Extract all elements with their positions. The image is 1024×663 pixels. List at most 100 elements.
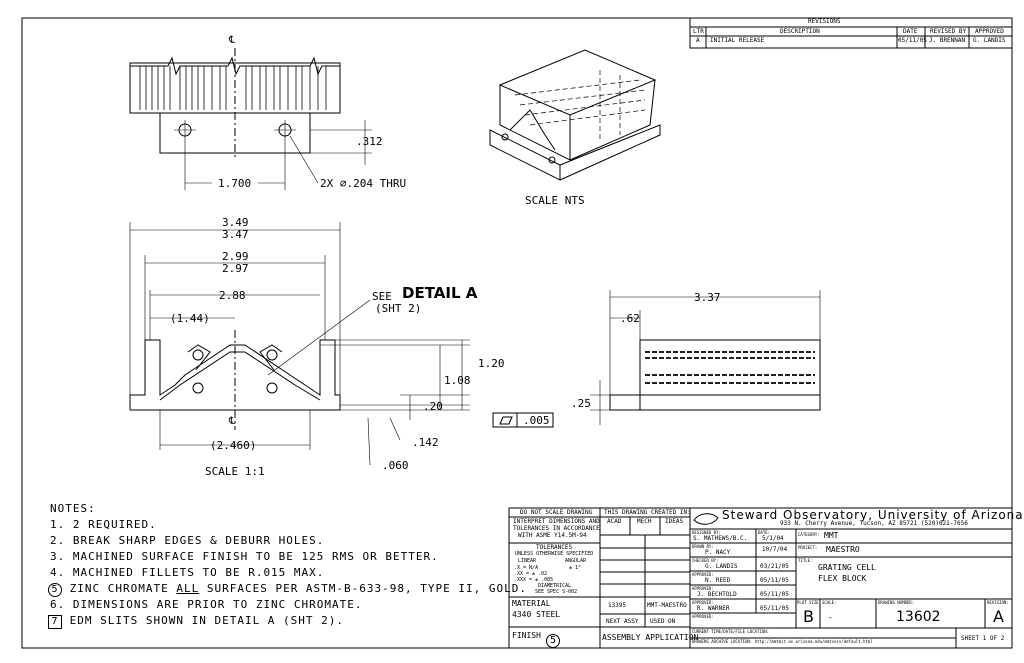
title-block-lines [508,507,1013,649]
date-label: DATE: [758,530,771,535]
interpret-3: WITH ASME Y14.5M-94 [518,532,587,539]
dim-299: 2.99 [222,250,249,263]
approved-label-4: APPROVED: [692,614,714,619]
drawn-by-label: DRAWN BY: [692,544,714,549]
drawing-number: 13602 [896,609,941,625]
title-line-2: FLEX BLOCK [818,574,867,583]
rev-row-revised-by: J. BRENNAN [929,37,966,44]
title-label: TITLE: [798,558,813,563]
revision-label: REVISION: [987,600,1009,605]
revisions-title: REVISIONS [808,18,841,25]
dim-297: 2.97 [222,262,249,275]
approved-3: R. WARNER [697,605,730,612]
drawing-number-label: DRAWING NUMBER: [878,600,915,605]
designed-by: S. MATHEWS/B.C. [693,535,748,542]
centerline-symbol-front: ℄ [229,416,236,427]
dim-288: 2.88 [219,289,246,302]
used-on-value: MMT-MAESTRO [647,602,687,609]
category-label: CATEGORY: [798,532,820,537]
note-2: 2. BREAK SHARP EDGES & DEBURR HOLES. [50,534,325,547]
approved-3-date: 05/11/05 [760,605,789,612]
top-view [129,48,372,190]
checked-label: CHECKED BY: [692,558,719,563]
org-name: Steward Observatory, University of Arizo… [722,508,1024,522]
rev-header-description: DESCRIPTION [780,28,820,35]
approved-label-2: APPROVED: [692,586,714,591]
project-value: MAESTRO [826,545,860,554]
project-label: PROJECT: [798,545,818,550]
linear-label: LINEAR [518,558,537,564]
see-label: SEE [372,290,392,303]
note-3: 3. MACHINED SURFACE FINISH TO BE 125 RMS… [50,550,439,563]
rev-row-ltr: A [696,37,700,44]
side-view [590,290,821,425]
dim-312: .312 [356,135,383,148]
dim-337: 3.37 [694,291,721,304]
material-value: 4340 STEEL [512,610,561,619]
centerline-symbol-top: ℄ [229,35,236,46]
rev-row-description: INITIAL RELEASE [710,37,765,44]
drawn-by: P. NACY [705,549,731,556]
tol-xx: .XX = ± .02 [514,571,548,577]
drawn-date: 10/7/04 [762,546,788,553]
category-value: MMT [824,531,839,540]
next-assy-label: NEXT ASSY [606,618,639,625]
sheet-number: SHEET 1 OF 2 [961,635,1005,642]
checked-by: G. LANDIS [705,563,738,570]
holes-note: 2X ∅.204 THRU [320,177,407,190]
dim-20: .20 [423,400,443,413]
note-flag-circle: 5 [48,583,62,597]
org-address: 933 N. Cherry Avenue, Tucson, AZ 85721 (… [780,520,968,527]
finish-value: 5 [546,630,560,648]
approved-label-1: APPROVED: [692,572,714,577]
material-label: MATERIAL [512,599,551,608]
size-value: B [803,607,814,626]
dim-142: .142 [412,436,439,449]
next-assy-value: 13395 [608,602,627,609]
sht-2-label: (SHT 2) [375,302,422,315]
size-label: PLOT SIZE [797,600,819,605]
checked-date: 03/21/05 [760,563,789,570]
finish-label: FINISH [512,631,541,640]
scale-1-1: SCALE 1:1 [205,465,265,478]
rev-header-date: DATE [903,28,918,35]
dim-62: .62 [620,312,640,325]
dim-347: 3.47 [222,228,249,241]
flatness-value: .005 [523,414,550,427]
dim-060: .060 [382,459,409,472]
used-on-label: USED ON [650,618,676,625]
tol-xxx: .XXX = ± .005 [514,577,554,583]
rev-header-revised-by: REVISED BY [930,28,967,35]
scale-label: SCALE: [822,600,837,605]
dim-25: .25 [571,397,591,410]
cad-ideas: IDEAS [665,518,684,525]
dim-2460: (2.460) [210,439,257,452]
note-5: 5 ZINC CHROMATE ALL SURFACES PER ASTM-B-… [48,583,527,597]
front-view [129,222,554,466]
note-7: 7 EDM SLITS SHOWN IN DETAIL A (SHT 2). [48,615,344,629]
designed-by-label: DESIGNED BY: [692,530,721,535]
dim-144: (1.44) [170,312,210,325]
note-1: 1. 2 REQUIRED. [50,518,157,531]
archive-location: DRAWING ARCHIVE LOCATION: http://mmtmit.… [692,639,873,644]
created-in: THIS DRAWING CREATED IN: [604,509,691,516]
revisions-table-lines [689,17,1013,49]
rev-row-date: 05/11/05 [898,37,927,44]
note-flag-triangle: 7 [48,615,62,629]
interpret-2: TOLERANCES IN ACCORDANCE [513,525,600,532]
approved-label-3: APPROVED: [692,600,714,605]
tolerances-label: TOLERANCES [536,544,573,551]
assembly-application: ASSEMBLY APPLICATION [602,633,699,642]
scale-nts: SCALE NTS [525,194,585,207]
tol-x: .X = N/A [514,565,539,571]
unless-label: UNLESS OTHERWISE SPECIFIED [515,551,594,557]
angular-label: ANGULAR [565,558,587,564]
rev-row-approved: G. LANDIS [973,37,1006,44]
rev-header-approved: APPROVED [975,28,1004,35]
cad-mech: MECH [637,518,652,525]
approved-1-date: 05/11/05 [760,577,789,584]
do-not-scale: DO NOT SCALE DRAWING [520,509,593,516]
dim-108: 1.08 [444,374,471,387]
detail-a-label: DETAIL A [402,284,478,302]
